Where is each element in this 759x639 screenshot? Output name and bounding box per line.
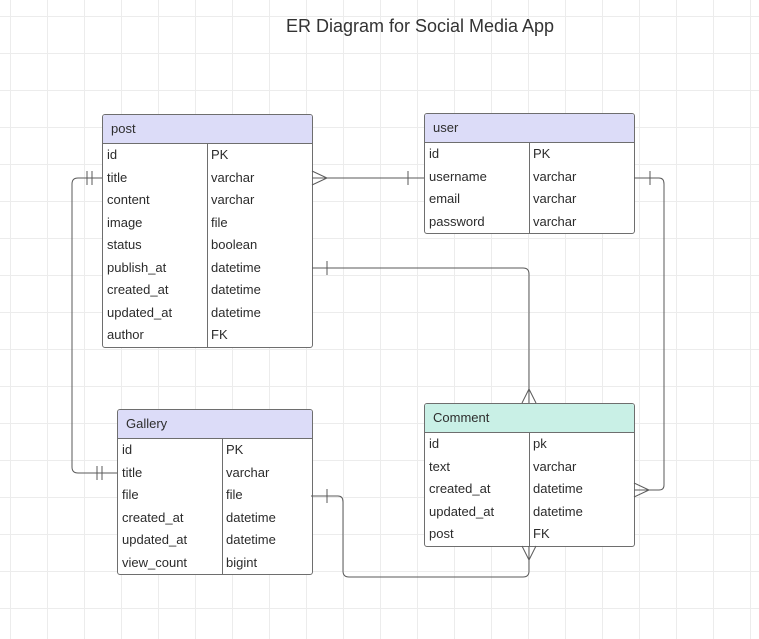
field-type: file [226, 487, 243, 502]
field-name: username [429, 168, 487, 184]
field-type: pk [533, 436, 547, 451]
entity-gallery[interactable]: Gallery id PK title varchar file file created_… [117, 409, 313, 575]
field-type: varchar [533, 168, 577, 184]
rel-gallery-comment [311, 495, 530, 578]
field-name: content [107, 192, 150, 207]
field-row[interactable]: title varchar [118, 462, 312, 485]
field-name: file [122, 487, 139, 502]
entity-user-header[interactable]: user [425, 114, 634, 143]
field-type: varchar [211, 192, 255, 207]
field-name: status [107, 237, 142, 252]
field-name: title [122, 464, 143, 480]
field-row[interactable]: created_at datetime [103, 279, 312, 302]
field-type: datetime [533, 503, 583, 519]
field-type: varchar [533, 458, 577, 474]
field-type: varchar [226, 464, 270, 480]
field-type: PK [211, 147, 229, 162]
field-name: text [429, 458, 450, 474]
field-row[interactable]: view_count bigint [118, 552, 312, 575]
field-name: updated_at [429, 503, 495, 519]
field-name: id [429, 146, 440, 161]
field-name: updated_at [122, 532, 188, 547]
crowfoot-post-comment [521, 387, 537, 404]
field-name: author [107, 327, 144, 342]
field-name: id [107, 147, 118, 162]
field-row[interactable]: updated_at datetime [118, 529, 312, 552]
field-type: datetime [211, 304, 261, 320]
entity-gallery-header[interactable]: Gallery [118, 410, 312, 439]
field-row[interactable]: post FK [425, 523, 634, 546]
diagram-title: ER Diagram for Social Media App [285, 16, 555, 36]
field-row[interactable]: password varchar [425, 211, 634, 234]
field-type: FK [533, 526, 550, 541]
field-type: varchar [533, 191, 577, 206]
field-name: image [107, 214, 143, 230]
field-type: varchar [211, 169, 255, 185]
field-type: varchar [533, 213, 577, 229]
field-name: created_at [429, 481, 491, 496]
field-row[interactable]: id pk [425, 433, 634, 456]
field-type: FK [211, 327, 228, 342]
rel-post-comment [312, 267, 530, 403]
field-name: email [429, 191, 461, 206]
field-row[interactable]: content varchar [103, 189, 312, 212]
field-name: updated_at [107, 304, 173, 320]
entity-comment-header[interactable]: Comment [425, 404, 634, 433]
field-type: PK [226, 442, 244, 457]
field-name: post [429, 526, 454, 541]
field-row[interactable]: id PK [425, 143, 634, 166]
field-row[interactable]: created_at datetime [118, 507, 312, 530]
field-row[interactable]: author FK [103, 324, 312, 347]
field-type: file [211, 214, 228, 230]
field-row[interactable]: updated_at datetime [103, 302, 312, 325]
entity-user-fields: id PK username varchar email varchar password v… [425, 143, 634, 233]
field-type: boolean [211, 237, 258, 252]
field-name: password [429, 213, 485, 229]
field-row[interactable]: id PK [103, 144, 312, 167]
field-row[interactable]: created_at datetime [425, 478, 634, 501]
field-row[interactable]: file file [118, 484, 312, 507]
field-row[interactable]: id PK [118, 439, 312, 462]
field-name: created_at [122, 509, 184, 525]
field-row[interactable]: publish_at datetime [103, 257, 312, 280]
field-name: view_count [122, 554, 188, 570]
field-name: id [429, 436, 440, 451]
field-type: datetime [211, 259, 261, 275]
field-type: datetime [226, 532, 276, 547]
field-type: bigint [226, 554, 258, 570]
field-name: title [107, 169, 128, 185]
rel-user-comment [634, 177, 665, 491]
crowfoot-post-user [311, 170, 329, 186]
field-row[interactable]: username varchar [425, 166, 634, 189]
entity-post[interactable]: post id PK title varchar content varchar image… [102, 114, 313, 348]
field-row[interactable]: email varchar [425, 188, 634, 211]
field-row[interactable]: title varchar [103, 167, 312, 190]
field-row[interactable]: text varchar [425, 456, 634, 479]
field-type: datetime [533, 481, 583, 496]
field-type: datetime [226, 509, 276, 525]
crowfoot-gallery-comment [521, 545, 537, 562]
field-name: created_at [107, 282, 169, 297]
entity-post-fields: id PK title varchar content varchar image file s… [103, 144, 312, 347]
field-type: datetime [211, 282, 261, 297]
entity-post-header[interactable]: post [103, 115, 312, 144]
field-row[interactable]: image file [103, 212, 312, 235]
field-row[interactable]: updated_at datetime [425, 501, 634, 524]
rel-post-gallery [71, 177, 117, 474]
field-type: PK [533, 146, 551, 161]
field-name: publish_at [107, 259, 167, 275]
crowfoot-user-comment [633, 482, 651, 498]
field-name: id [122, 442, 133, 457]
field-row[interactable]: status boolean [103, 234, 312, 257]
